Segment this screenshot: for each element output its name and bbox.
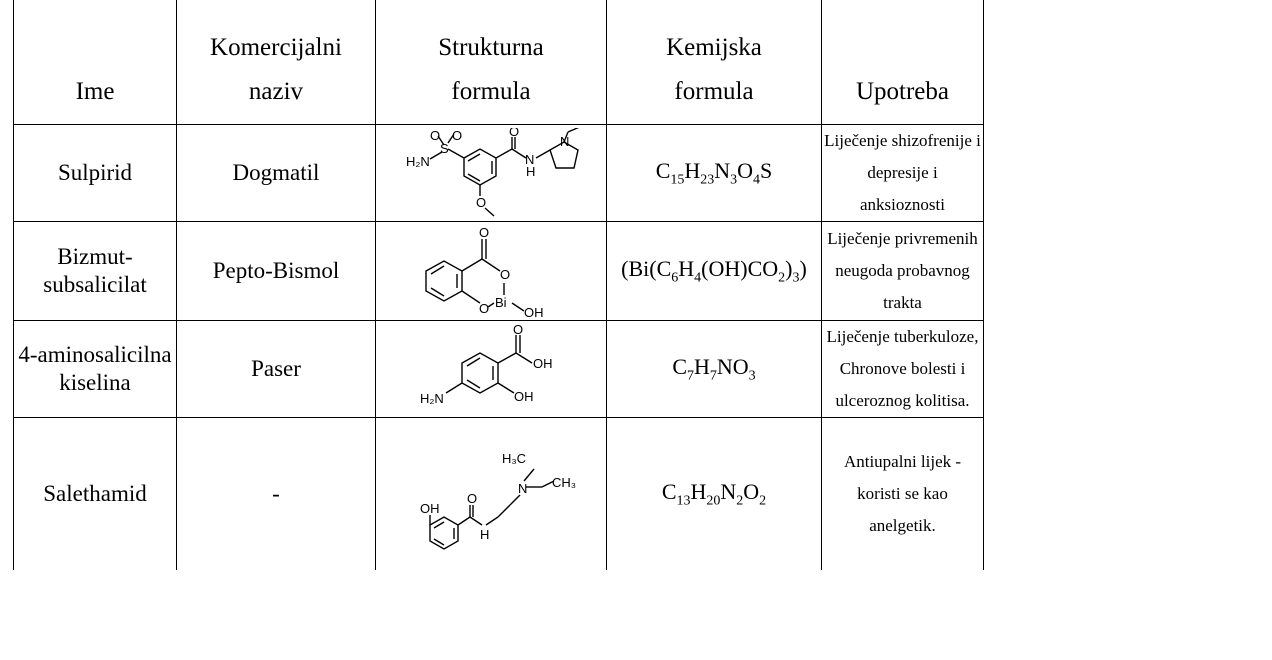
table-row: Sulpirid Dogmatil O S O H₂N [13,124,984,222]
table-row: Bizmut- subsalicilat Pepto-Bismol O O [13,221,984,321]
header-komercijalni-line2: naziv [248,78,304,105]
cell-structure: OH O H N H₃C CH₃ [375,417,607,570]
ime-line2: subsalicilat [43,272,147,297]
cell-upotreba: Antiupalni lijek - koristi se kao anelge… [821,417,984,570]
cell-ime: Sulpirid [13,124,177,222]
atom-oh: OH [533,356,553,371]
atom-nh2: H₂N [406,154,430,169]
chemical-formula: (Bi(C6H4(OH)CO2)3) [621,255,807,286]
table-row: 4-aminosalicilna kiselina Paser O OH OH [13,320,984,418]
header-strukturna-formula: Strukturna formula [375,0,607,125]
atom-o: O [452,128,462,143]
naziv-text: - [272,480,280,506]
header-komercijalni-line1: Komercijalni [210,34,342,61]
cell-naziv: - [176,417,376,570]
header-komercijalni-naziv: Komercijalni naziv [176,0,376,125]
naziv-text: Pepto-Bismol [212,258,340,283]
cell-structure: O S O H₂N O N H N O [375,124,607,222]
upotreba-line: anelgetik. [869,515,936,535]
cell-formula: C7H7NO3 [606,320,822,418]
bismuth-subsalicylate-structure-image: O O Bi O OH [425,225,544,319]
upotreba-line: trakta [883,293,922,312]
cell-formula: (Bi(C6H4(OH)CO2)3) [606,221,822,321]
cell-naziv: Paser [176,320,376,418]
header-kemijska-line1: Kemijska [666,34,762,61]
cell-ime: 4-aminosalicilna kiselina [13,320,177,418]
upotreba-line: Liječenje privremenih [827,229,978,248]
atom-h: H [480,527,489,542]
ime-line1: 4-aminosalicilna [18,342,172,367]
cell-ime: Salethamid [13,417,177,570]
header-strukturna-line1: Strukturna [438,34,544,61]
atom-o: O [467,491,477,506]
upotreba-line: neugoda probavnog [835,261,970,280]
atom-ch3: CH₃ [552,475,576,490]
atom-h2n: H₂N [420,391,444,406]
atom-n: N [525,152,534,167]
upotreba-line: anksioznosti [860,195,945,214]
cell-structure: O O Bi O OH [375,221,607,321]
upotreba-line: Chronove bolesti i [839,359,966,378]
atom-o: O [509,128,519,139]
cell-upotreba: Liječenje privremenih neugoda probavnog … [821,221,984,321]
atom-bi: Bi [495,295,507,310]
naziv-text: Dogmatil [232,160,320,185]
chemical-formula: C15H23N3O4S [655,157,773,188]
atom-s: S [440,141,449,156]
ime-line1: Bizmut- [57,244,133,269]
upotreba-line: depresije i [867,163,938,182]
upotreba-line: Liječenje tuberkuloze, [826,327,979,346]
cell-naziv: Pepto-Bismol [176,221,376,321]
cell-upotreba: Liječenje shizofrenije i depresije i ank… [821,124,984,222]
naziv-text: Paser [251,356,301,381]
upotreba-line: Liječenje shizofrenije i [824,131,981,150]
cell-ime: Bizmut- subsalicilat [13,221,177,321]
atom-o: O [500,267,510,282]
header-upotreba-text: Upotreba [855,78,950,105]
atom-n: N [560,134,569,149]
cell-naziv: Dogmatil [176,124,376,222]
sulpiride-structure-image: O S O H₂N O N H N O [406,128,580,217]
cell-formula: C15H23N3O4S [606,124,822,222]
ime-line1: Sulpirid [57,160,133,185]
atom-o: O [513,323,523,337]
ime-line1: Salethamid [43,480,147,506]
chemical-formula: C13H20N2O2 [661,478,767,508]
table-row: Salethamid - OH O H N [13,417,984,570]
atom-ch3: H₃C [502,451,526,466]
header-ime: Ime [13,0,177,125]
atom-oh: OH [514,389,534,404]
header-kemijska-line2: formula [674,78,754,105]
upotreba-line: Antiupalni lijek - [843,451,962,471]
atom-h: H [526,164,535,179]
upotreba-line: koristi se kao [857,483,948,503]
cell-upotreba: Liječenje tuberkuloze, Chronove bolesti … [821,320,984,418]
ime-line2: kiselina [59,370,131,395]
atom-oh: OH [524,305,544,319]
header-ime-text: Ime [75,78,115,105]
header-row: Ime Komercijalni naziv Strukturna formul… [13,0,984,125]
atom-oh: OH [420,501,440,516]
chemical-formula: C7H7NO3 [672,353,756,384]
salethamide-structure-image: OH O H N H₃C CH₃ [420,451,576,550]
atom-o: O [476,195,486,210]
aminosalicylic-acid-structure-image: O OH OH H₂N [420,323,553,406]
atom-o: O [430,128,440,143]
header-strukturna-line2: formula [451,78,531,105]
cell-formula: C13H20N2O2 [606,417,822,570]
atom-o: O [479,301,489,316]
cell-structure: O OH OH H₂N [375,320,607,418]
atom-o: O [479,225,489,240]
drug-table: Ime Komercijalni naziv Strukturna formul… [13,0,984,570]
atom-n: N [518,481,527,496]
header-kemijska-formula: Kemijska formula [606,0,822,125]
upotreba-line: ulceroznog kolitisa. [835,391,970,410]
header-upotreba: Upotreba [821,0,984,125]
